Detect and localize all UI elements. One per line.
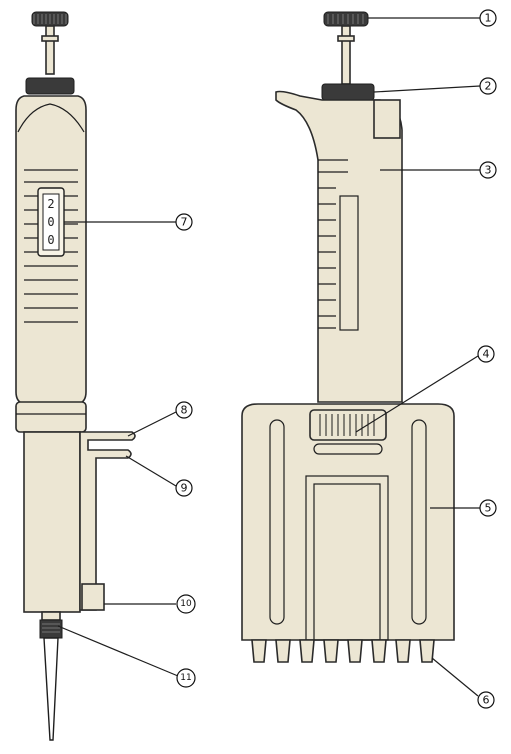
callout-7-label: 7	[181, 216, 188, 229]
rotation-wheel	[309, 409, 387, 441]
callout-4: 4	[477, 345, 495, 363]
volume-adjust-knob-left	[25, 77, 75, 95]
callout-8: 8	[175, 401, 193, 419]
display-digit-1: 2	[47, 197, 54, 211]
callout-2-label: 2	[485, 80, 492, 93]
callout-1: 1	[479, 9, 497, 27]
tip-ejector-left	[79, 431, 136, 611]
callout-8-label: 8	[181, 404, 188, 417]
callout-3-label: 3	[485, 164, 492, 177]
lower-body-left	[23, 431, 81, 613]
callout-10-label: 10	[180, 599, 192, 609]
display-digit-3: 0	[47, 233, 54, 247]
callout-4-label: 4	[483, 348, 490, 361]
callout-11-label: 11	[180, 673, 191, 683]
grip-ribs-right	[318, 159, 348, 329]
callout-5: 5	[479, 499, 497, 517]
leader-lines	[57, 17, 481, 697]
callout-1-label: 1	[485, 12, 492, 25]
disposable-tip-left	[43, 637, 59, 741]
handle-collar-left	[15, 401, 87, 433]
manifold-housing	[241, 403, 455, 641]
callout-7: 7	[175, 213, 193, 231]
plunger-button-left	[31, 11, 69, 75]
plunger-button-right	[323, 11, 369, 85]
callout-9: 9	[175, 479, 193, 497]
callout-2: 2	[479, 77, 497, 95]
single-channel-pipette: 2 0 0	[15, 11, 136, 741]
callout-9-label: 9	[181, 482, 188, 495]
volume-display: 2 0 0	[37, 187, 65, 257]
multi-channel-pipette	[241, 11, 455, 663]
handle-right	[275, 90, 403, 403]
tip-cone-left	[39, 619, 63, 639]
callout-11: 11	[176, 668, 196, 688]
callout-10: 10	[176, 594, 196, 614]
callout-5-label: 5	[485, 502, 492, 515]
callout-3: 3	[479, 161, 497, 179]
display-digit-2: 0	[47, 215, 54, 229]
volume-adjust-knob-right	[321, 83, 375, 101]
tip-cones-multichannel	[251, 639, 435, 663]
callout-6-label: 6	[483, 694, 490, 707]
callout-6: 6	[477, 691, 495, 709]
